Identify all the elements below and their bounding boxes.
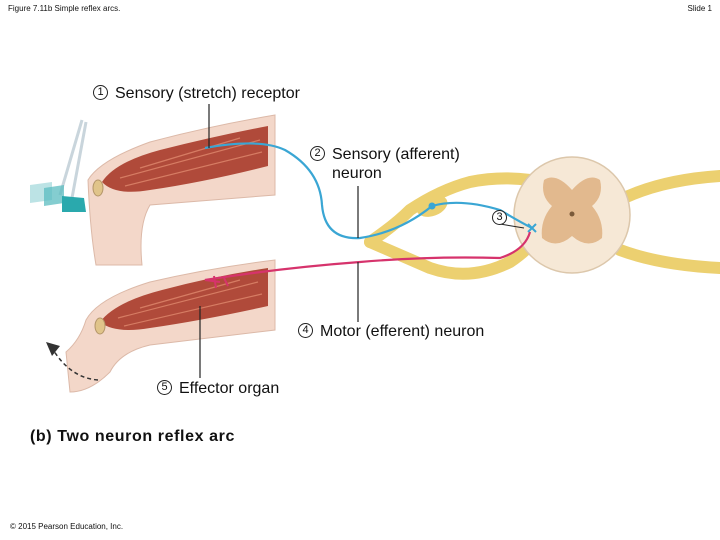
lower-leg bbox=[46, 259, 276, 393]
callout-sensory-neuron: 2 Sensory (afferent) neuron bbox=[310, 145, 460, 183]
motor-end-plate bbox=[204, 275, 229, 289]
hammer-head bbox=[62, 196, 86, 212]
callout-number: 4 bbox=[298, 323, 313, 338]
motor-neuron bbox=[204, 231, 532, 289]
leader-synapse bbox=[499, 223, 525, 229]
hammer-head-mid bbox=[44, 185, 64, 206]
sensory-neuron bbox=[204, 142, 537, 240]
callout-number: 2 bbox=[310, 146, 325, 161]
dorsal-root-nerve bbox=[364, 172, 536, 248]
ventral-root-nerve bbox=[364, 234, 541, 280]
hammer-handle bbox=[58, 119, 88, 199]
callout-label-line2: neuron bbox=[332, 165, 382, 182]
callout-label-line1: Sensory (afferent) bbox=[332, 146, 460, 163]
spinal-cord bbox=[513, 156, 631, 274]
sensory-synapse bbox=[527, 223, 537, 233]
callout-synapse-number: 3 bbox=[492, 210, 507, 225]
reflex-hammer bbox=[30, 119, 88, 212]
figure-title: Figure 7.11b Simple reflex arcs. bbox=[8, 4, 121, 13]
upper-leg bbox=[87, 114, 276, 266]
callout-effector-organ: 5 Effector organ bbox=[157, 379, 279, 398]
spinal-nerve bbox=[364, 170, 720, 280]
callout-number: 5 bbox=[157, 380, 172, 395]
callout-leaders bbox=[199, 104, 525, 378]
motor-neuron-axon bbox=[204, 231, 532, 282]
muscle-striation-upper bbox=[119, 137, 263, 187]
callout-label: Sensory (stretch) receptor bbox=[115, 85, 300, 102]
callout-label: Motor (efferent) neuron bbox=[320, 323, 485, 340]
leg-movement-arrowhead bbox=[46, 342, 60, 356]
sensory-neuron-cell-body bbox=[428, 202, 436, 210]
callout-motor-neuron: 4 Motor (efferent) neuron bbox=[298, 322, 484, 341]
patella-upper bbox=[92, 179, 104, 197]
callout-label: Effector organ bbox=[179, 380, 280, 397]
sensory-neuron-axon bbox=[204, 142, 533, 240]
copyright-notice: © 2015 Pearson Education, Inc. bbox=[10, 522, 124, 531]
spinal-cord-gray-matter bbox=[541, 177, 603, 244]
right-spinal-nerve bbox=[614, 170, 720, 274]
leg-movement-arrow bbox=[51, 347, 99, 381]
callout-sensory-receptor: 1 Sensory (stretch) receptor bbox=[93, 84, 300, 103]
callout-number: 1 bbox=[93, 85, 108, 100]
central-canal bbox=[569, 211, 575, 217]
slide-number: Slide 1 bbox=[687, 4, 712, 13]
patella-lower bbox=[94, 317, 106, 335]
muscle-striation-lower bbox=[117, 279, 263, 327]
figure-caption: (b) Two neuron reflex arc bbox=[30, 428, 235, 445]
